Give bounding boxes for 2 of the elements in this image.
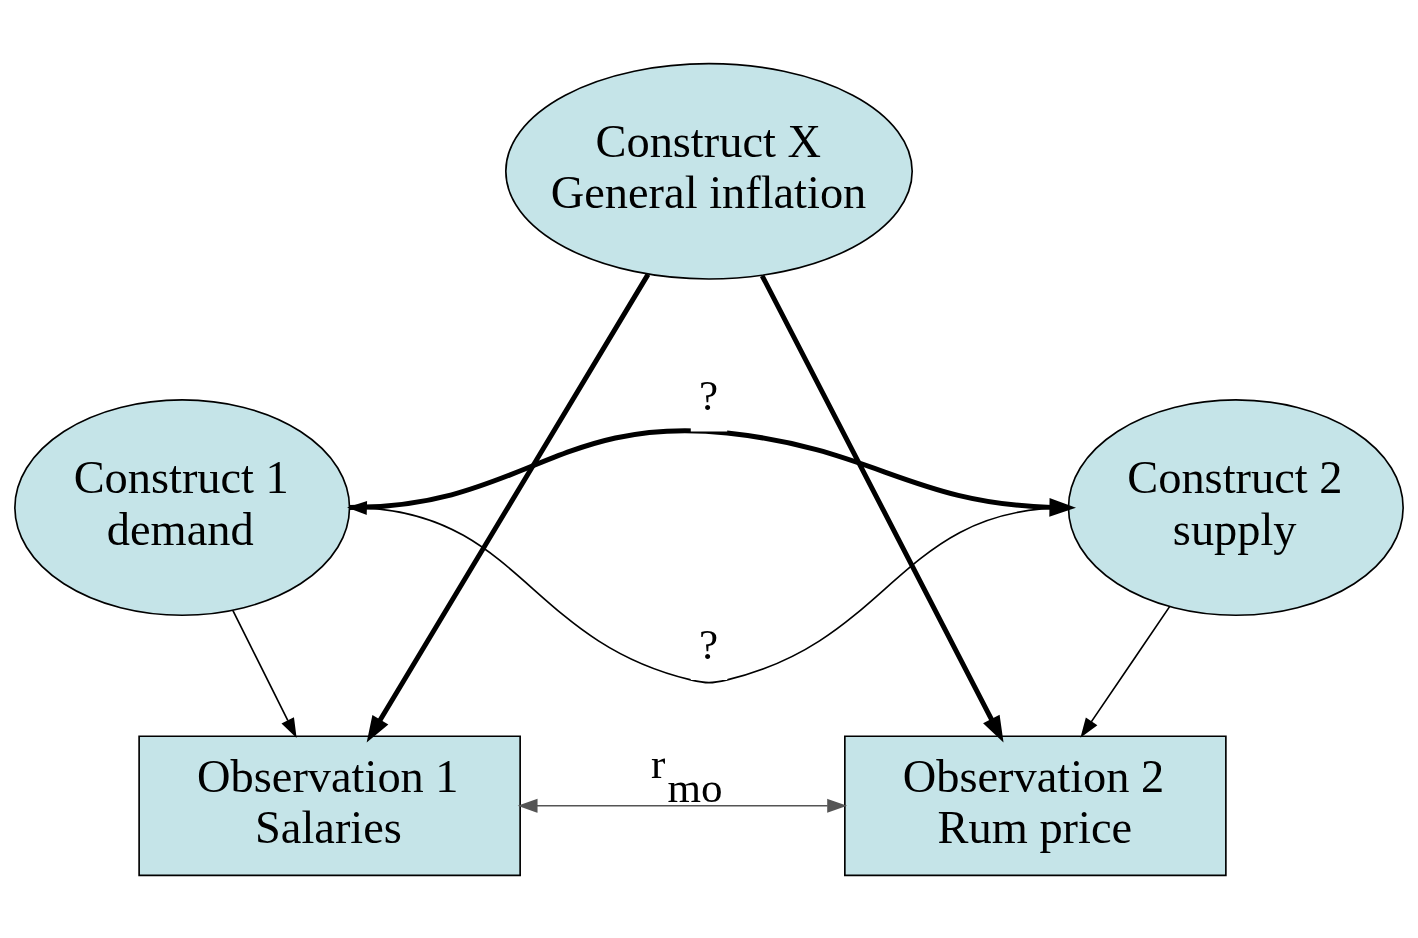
edge-label: ? — [699, 371, 719, 419]
edge-label: ? — [699, 620, 719, 668]
